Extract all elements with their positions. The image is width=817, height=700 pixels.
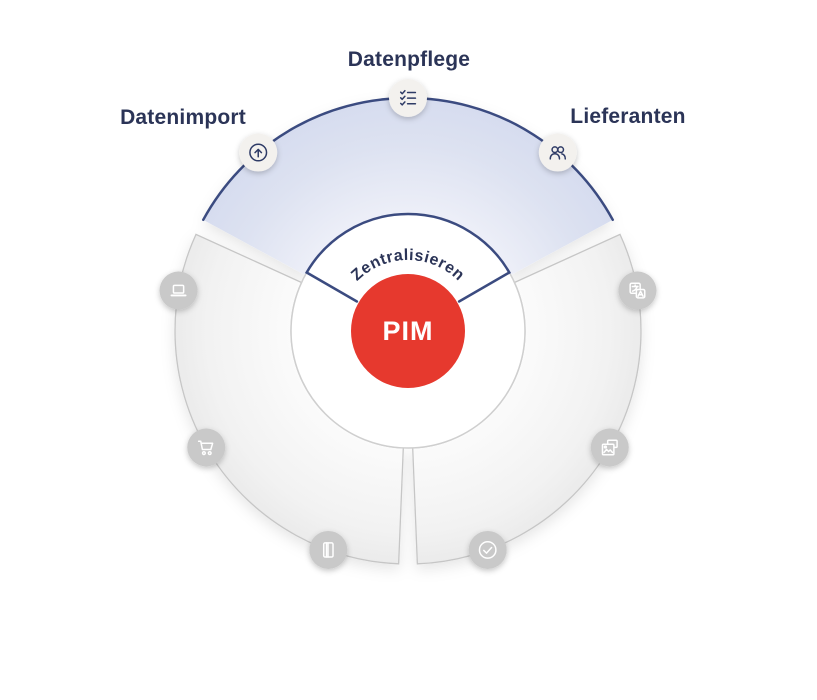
users-icon-glyph <box>549 146 567 160</box>
label-lieferanten[interactable]: Lieferanten <box>570 105 686 128</box>
check-circle-icon-glyph <box>478 541 497 559</box>
wheel-segments <box>174 98 642 565</box>
check-circle-icon[interactable] <box>468 530 507 569</box>
laptop-icon-bg <box>159 271 198 310</box>
users-icon[interactable] <box>538 133 577 172</box>
segment-top[interactable] <box>203 98 613 276</box>
pim-center-hub: PIM <box>351 274 465 388</box>
gallery-icon[interactable] <box>590 428 629 467</box>
users-icon-bg <box>538 133 577 172</box>
laptop-icon[interactable] <box>159 271 198 310</box>
label-datenpflege[interactable]: Datenpflege <box>347 48 471 71</box>
label-datenimport[interactable]: Datenimport <box>120 106 246 129</box>
checklist-icon-glyph <box>399 89 417 106</box>
laptop-icon-glyph <box>170 284 187 297</box>
checklist-icon[interactable] <box>389 79 427 117</box>
translate-icon[interactable] <box>618 271 657 310</box>
book-icon-glyph <box>322 542 334 558</box>
upload-icon-glyph <box>249 143 268 162</box>
cart-icon-bg <box>187 428 226 467</box>
translate-icon-glyph <box>629 282 646 299</box>
upload-icon[interactable] <box>239 133 278 172</box>
zentralisieren-wedge <box>304 212 512 303</box>
book-icon[interactable] <box>309 530 348 569</box>
cart-icon-glyph <box>197 440 214 456</box>
gallery-icon-glyph <box>601 439 618 456</box>
check-circle-icon-bg <box>468 530 507 569</box>
cart-icon[interactable] <box>187 428 226 467</box>
wheel-icons <box>159 79 657 569</box>
